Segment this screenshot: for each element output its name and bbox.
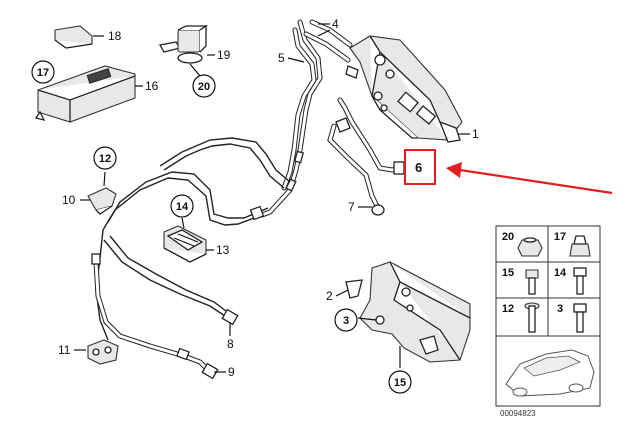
callout-9: 9 (228, 365, 235, 379)
legend-label-3: 3 (557, 303, 563, 315)
part-7-hose (327, 97, 405, 216)
highlight-box-6 (404, 149, 436, 185)
hardware-legend (495, 225, 601, 337)
legend-label-17: 17 (554, 231, 566, 243)
brake-lines (91, 137, 291, 380)
callout-6: 6 (415, 160, 422, 175)
part-19-sensor (158, 24, 209, 64)
callout-15: 15 (394, 377, 406, 389)
callout-3: 3 (343, 315, 349, 327)
callout-2: 2 (326, 289, 333, 303)
part-5-hose (259, 19, 353, 218)
callout-4: 4 (332, 17, 339, 31)
part-1-valve-block (345, 35, 463, 143)
callout-7: 7 (348, 200, 355, 214)
callout-13: 13 (216, 243, 230, 257)
vehicle-thumbnail (495, 335, 601, 407)
callout-19: 19 (217, 48, 231, 62)
callout-17: 17 (37, 67, 49, 79)
legend-label-20: 20 (502, 231, 514, 243)
part-10-clip (87, 187, 117, 215)
callout-16: 16 (145, 79, 159, 93)
callout-14: 14 (176, 201, 189, 213)
catalog-number: 00094823 (500, 409, 536, 418)
part-18-bracket (54, 25, 93, 49)
callout-20: 20 (198, 81, 210, 93)
callout-5: 5 (278, 51, 285, 65)
callout-18: 18 (108, 29, 122, 43)
callout-11: 11 (58, 343, 71, 357)
callout-1: 1 (472, 127, 479, 141)
part-13-holder (163, 225, 207, 263)
callout-8: 8 (227, 337, 234, 351)
red-arrow (446, 162, 613, 195)
callout-10: 10 (62, 193, 76, 207)
part-16-control-module (34, 65, 136, 123)
part-bracket-assembly (345, 261, 471, 363)
legend-label-14: 14 (554, 267, 567, 279)
callout-12: 12 (99, 153, 111, 165)
part-11-clip (87, 339, 119, 365)
legend-label-15: 15 (502, 267, 514, 279)
legend-label-12: 12 (502, 303, 514, 315)
